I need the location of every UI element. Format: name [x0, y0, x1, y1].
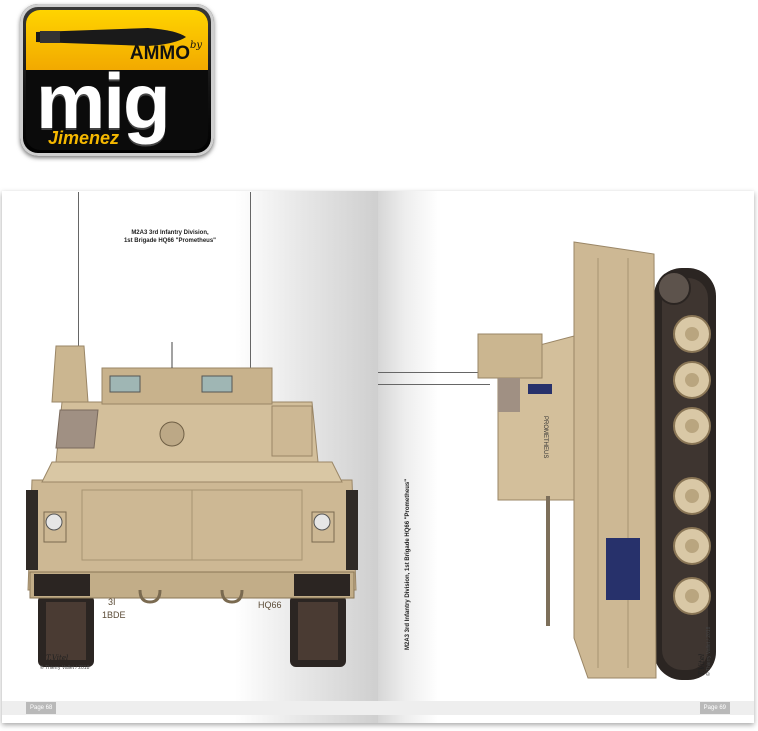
left-caption-line1: M2A3 3rd Infantry Division,	[131, 230, 209, 236]
bumper-marking-1bde: 1BDE	[102, 610, 126, 620]
m2a3-front-view: 3I 1BDE HQ66	[26, 342, 358, 667]
bumper-marking-3i: 3I	[108, 597, 116, 607]
left-signature: T.Vitel	[46, 654, 69, 662]
m2a3-side-view: PROMETHEUS	[477, 241, 716, 680]
left-caption-line2: 1st Brigade HQ66 "Prometheus"	[123, 238, 217, 244]
bumper-marking-hq66: HQ66	[258, 600, 282, 610]
logo-ammo-text: AMMO	[129, 43, 190, 64]
ammo-mig-logo[interactable]: AMMO by mig Jimenez	[20, 4, 214, 156]
logo-by-text: by	[189, 40, 202, 51]
page-number-left: Page 68	[26, 702, 57, 714]
logo-inner: AMMO by mig Jimenez	[26, 10, 208, 150]
logo-mig-text: mig	[36, 57, 171, 145]
logo-jimenez-text: Jimenez	[48, 128, 120, 148]
right-caption-text: M2A3 3rd Infantry Division, 1st Brigade …	[405, 478, 411, 650]
left-caption: M2A3 3rd Infantry Division, 1st Brigade …	[100, 229, 240, 245]
guide-line-right-1	[378, 372, 482, 373]
guide-line-right-2	[378, 384, 490, 385]
guide-line-left-2	[250, 192, 251, 368]
guide-line-left-1	[78, 192, 79, 390]
side-marking-prometheus: PROMETHEUS	[542, 416, 548, 458]
footer-band	[2, 701, 754, 715]
page-number-right: Page 69	[699, 702, 730, 714]
left-copyright: © Thierry Vallet / 2018	[40, 665, 90, 671]
shell-icon	[36, 28, 186, 46]
